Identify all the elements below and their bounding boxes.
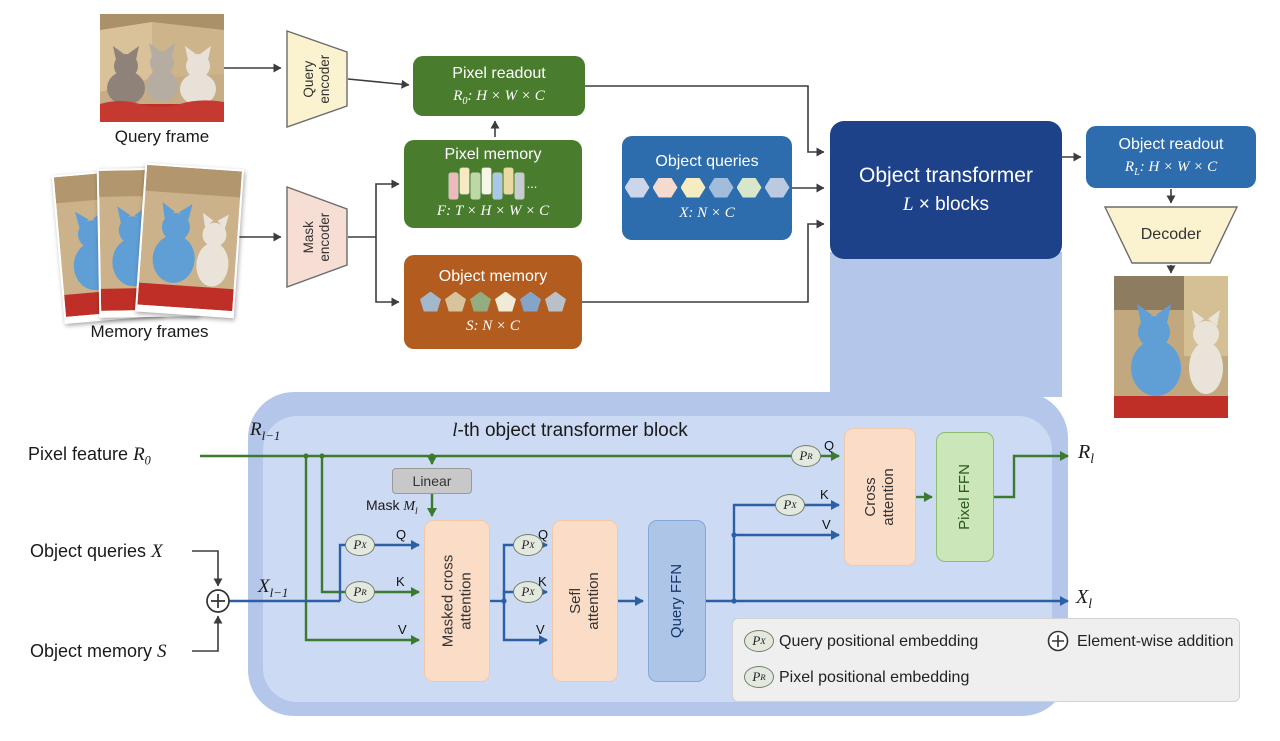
decoder: Decoder bbox=[1103, 206, 1239, 264]
mask-encoder-label-1: Mask bbox=[300, 220, 316, 254]
pixel-readout-formula: R0: H × W × C bbox=[453, 88, 545, 107]
q-label: Q bbox=[824, 438, 835, 453]
q-label: Q bbox=[538, 527, 549, 542]
transformer-block-connector-band bbox=[830, 252, 1062, 397]
object-queries-hexagons-icon bbox=[624, 177, 790, 198]
elementwise-add-icon bbox=[1047, 630, 1069, 652]
pixel-memory-feature-stack: ... bbox=[448, 168, 538, 199]
object-queries-box: Object queries X: N × C bbox=[622, 136, 792, 240]
decoder-label: Decoder bbox=[1140, 226, 1202, 243]
decoder-shape bbox=[1103, 206, 1239, 264]
query-encoder-shape bbox=[286, 30, 348, 128]
object-transformer-title: Object transformer bbox=[859, 164, 1033, 187]
self-attention-box: Sefl attention bbox=[552, 520, 618, 682]
masked-cross-attention-box: Masked cross attention bbox=[424, 520, 490, 682]
object-queries-input-label: Object queries X bbox=[30, 541, 163, 562]
block-title: l-th object transformer block bbox=[452, 420, 688, 441]
object-queries-formula: X: N × C bbox=[679, 204, 735, 221]
mask-encoder-shape bbox=[286, 185, 348, 289]
v-label: V bbox=[822, 517, 831, 532]
memory-frames-label: Memory frames bbox=[90, 322, 209, 341]
legend-px-label: Query positional embedding bbox=[779, 633, 979, 650]
v-label: V bbox=[536, 622, 545, 637]
x-out-label: Xl bbox=[1076, 586, 1092, 611]
r-prev-label: Rl−1 bbox=[250, 419, 281, 443]
object-queries-title: Object queries bbox=[655, 152, 759, 170]
pixel-readout-box: Pixel readout R0: H × W × C bbox=[413, 56, 585, 116]
feature-ellipsis: ... bbox=[526, 176, 538, 191]
pixel-memory-box: Pixel memory ... F: T × H × W × C bbox=[404, 140, 582, 228]
query-encoder: Query encoder bbox=[286, 30, 348, 128]
output-segmentation-image bbox=[1114, 276, 1228, 418]
pixel-memory-formula: F: T × H × W × C bbox=[436, 203, 550, 219]
linear-box: Linear bbox=[392, 468, 472, 494]
memory-frame-3 bbox=[134, 162, 245, 319]
object-readout-box: Object readout RL: H × W × C bbox=[1086, 126, 1256, 188]
mask-encoder-label-2: encoder bbox=[316, 212, 332, 262]
object-transformer-blocks: L × blocks bbox=[902, 194, 990, 215]
object-memory-pentagons-icon bbox=[420, 291, 566, 312]
k-label: K bbox=[820, 487, 829, 502]
feature-bars-icon bbox=[448, 168, 524, 199]
pixel-readout-title: Pixel readout bbox=[452, 65, 546, 82]
object-memory-title: Object memory bbox=[438, 267, 548, 285]
query-ffn-box: Query FFN bbox=[648, 520, 706, 682]
object-readout-title: Object readout bbox=[1118, 136, 1224, 153]
x-prev-label: Xl−1 bbox=[258, 576, 289, 600]
query-encoder-label-2: encoder bbox=[316, 54, 332, 104]
elementwise-add-icon bbox=[206, 589, 230, 613]
query-frame-label: Query frame bbox=[114, 127, 210, 146]
memory-frames-image bbox=[51, 162, 245, 325]
object-memory-box: Object memory S: N × C bbox=[404, 255, 582, 349]
mask-encoder: Mask encoder bbox=[286, 185, 348, 289]
pixel-feature-label: Pixel feature R0 bbox=[28, 444, 151, 468]
k-label: K bbox=[538, 574, 547, 589]
object-memory-formula: S: N × C bbox=[466, 317, 520, 334]
object-memory-input-label: Object memory S bbox=[30, 641, 167, 662]
k-label: K bbox=[396, 574, 405, 589]
query-encoder-label-1: Query bbox=[300, 60, 316, 98]
q-label: Q bbox=[396, 527, 407, 542]
r-out-label: Rl bbox=[1078, 441, 1094, 466]
object-readout-formula: RL: H × W × C bbox=[1124, 159, 1218, 178]
pixel-ffn-box: Pixel FFN bbox=[936, 432, 994, 562]
mask-label: Mask Ml bbox=[366, 497, 418, 517]
query-frame-art bbox=[100, 14, 224, 122]
v-label: V bbox=[398, 622, 407, 637]
legend-pr-label: Pixel positional embedding bbox=[779, 669, 970, 686]
object-transformer-box: Object transformer L × blocks bbox=[830, 121, 1062, 259]
query-frame-image bbox=[100, 14, 224, 122]
pixel-memory-title: Pixel memory bbox=[444, 146, 542, 163]
cross-attention-box: Cross attention bbox=[844, 428, 916, 566]
legend-add-label: Element-wise addition bbox=[1077, 633, 1234, 650]
